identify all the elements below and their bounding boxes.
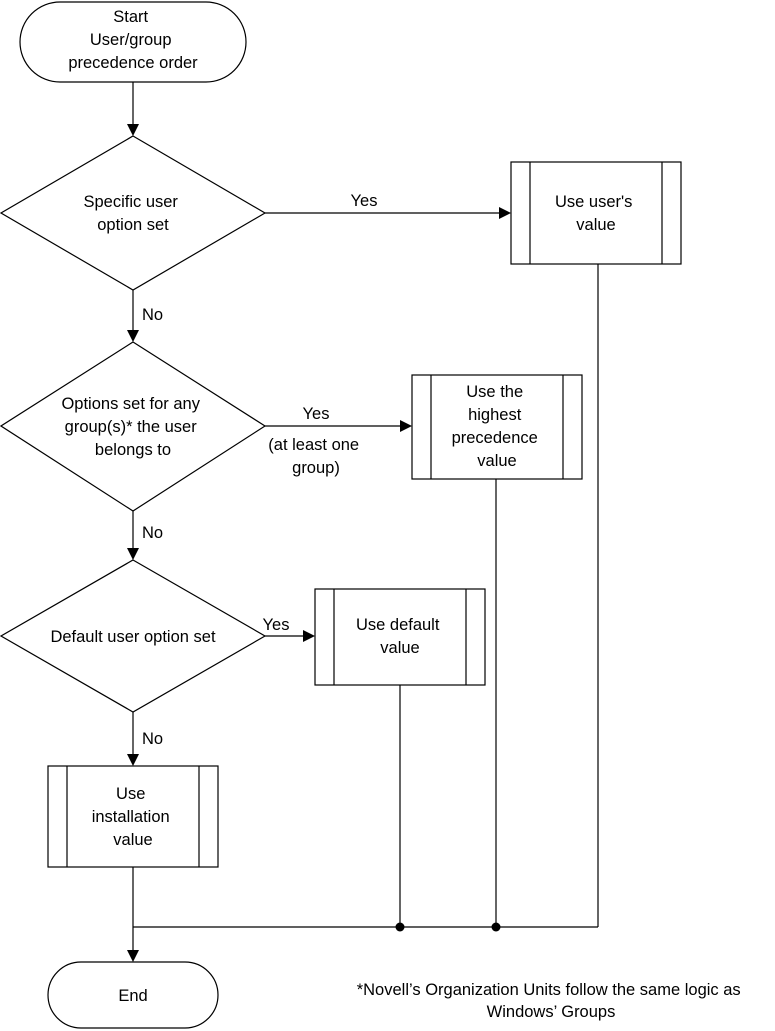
edge-label-yes-3: Yes [263,616,290,634]
arrowhead-end [127,950,139,962]
arrowhead-process-2 [400,420,412,432]
decision-1-label: option set [97,216,169,234]
svg-text:Start User/group p: Start User/group precedence order [68,8,198,72]
decision-default-user-option: Default user option set [0,559,267,713]
junction-dot-process-2 [491,922,501,932]
process-1-label: Use user's [555,193,632,211]
arrowhead-process-1 [499,207,511,219]
decision-2-label: belongs to [95,441,171,459]
process-3-label: value [380,639,419,657]
process-4-label: Use [116,785,145,803]
process-2-label: highest [468,406,522,424]
svg-text:Use the highest pr: Use the highest precedence value [452,383,543,470]
arrowhead-decision-3 [127,548,139,560]
process-2-label: value [477,452,516,470]
junction-dot-process-3 [395,922,405,932]
footnote: *Novell’s Organization Units follow the … [357,981,746,1021]
arrowhead-process-4 [127,754,139,766]
process-use-default-value: Use default value [314,588,486,686]
svg-text:Default user option set: Default user option set [50,628,216,646]
start-label: precedence order [68,54,198,72]
process-4-label: value [113,831,152,849]
edge-labels: Yes No Yes (at least one group) No Yes N… [142,192,377,748]
svg-text:Options set for any grou: Options set for any group(s)* the user b… [61,395,204,459]
end-label: End [118,987,147,1005]
edge-label-yes-2: Yes [303,405,330,423]
svg-text:End: End [118,987,147,1005]
end-terminator: End [47,961,219,1029]
decision-2-label: group(s)* the user [65,418,198,436]
decision-specific-user-option: Specific user option set [0,135,267,291]
start-label: Start [113,8,148,26]
arrowhead-process-3 [303,630,315,642]
decision-2-label: Options set for any [61,395,200,413]
edge-label-no-2: No [142,524,163,542]
footnote-line: *Novell’s Organization Units follow the … [357,981,741,999]
svg-text:(at least one group): (at least one group) [268,436,363,477]
process-3-label: Use default [356,616,440,634]
svg-text:Use user's value: Use user's value [555,193,637,234]
decision-1-label: Specific user [83,193,178,211]
decision-group-options: Options set for any group(s)* the user b… [0,341,267,512]
arrowhead-decision-1 [127,124,139,136]
decision-3-label: Default user option set [50,628,216,646]
edge-label-yes-1: Yes [351,192,378,210]
process-use-users-value: Use user's value [510,161,682,265]
edge-label-no-1: No [142,306,163,324]
edge-label-yes-2-note: (at least one [268,436,359,454]
start-label: User/group [90,31,172,49]
edge-label-yes-2-note: group) [292,459,340,477]
arrowhead-decision-2 [127,330,139,342]
process-2-label: precedence [452,429,538,447]
svg-text:Specific user option set: Specific user option set [83,193,182,234]
connectors [127,82,599,962]
process-2-label: Use the [466,383,523,401]
process-use-installation-value: Use installation value [47,765,219,868]
process-1-label: value [576,216,615,234]
edge-label-no-3: No [142,730,163,748]
start-terminator: Start User/group precedence order [19,1,247,83]
svg-text:Use installation v: Use installation value [92,785,175,849]
svg-text:Use default value: Use default value [356,616,444,657]
process-4-label: installation [92,808,170,826]
process-use-highest-precedence: Use the highest precedence value [411,374,583,480]
footnote-line: Windows’ Groups [487,1003,616,1021]
